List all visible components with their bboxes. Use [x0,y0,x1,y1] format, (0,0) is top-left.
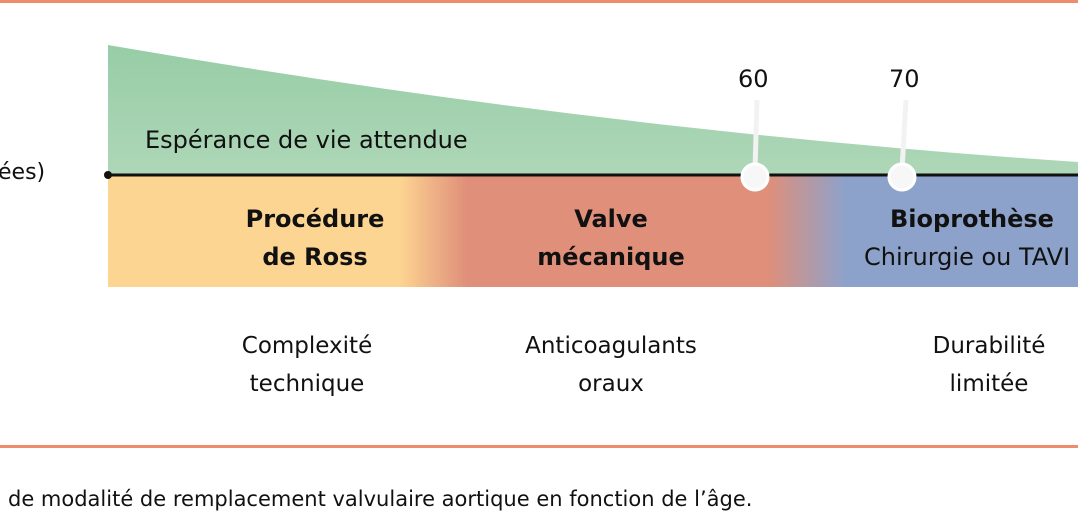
marker-60-label: 60 [738,65,769,93]
marker-70-stem [899,99,909,171]
top-rule [0,0,1078,3]
axis-label: ées) [0,160,46,185]
note-ross-1: Complexité [241,333,373,359]
zone-mechanical-title-2: mécanique [537,243,685,271]
note-mechanical-1: Anticoagulants [525,333,697,359]
axis-origin-dot [104,171,112,179]
note-ross-2: technique [249,371,365,397]
note-bio: Durabilité limitée [933,327,1046,403]
marker-60-dot [740,162,770,192]
bottom-rule [0,445,1078,448]
note-mechanical-2: oraux [578,371,644,397]
note-ross: Complexité technique [242,327,372,403]
zone-bio: Bioprothèse Chirurgie ou TAVI [864,200,1070,276]
diagram [104,45,1078,287]
treatment-band [108,175,1078,287]
zone-bio-subtitle: Chirurgie ou TAVI [864,243,1071,271]
zone-mechanical: Valve mécanique [537,200,685,276]
note-bio-2: limitée [949,371,1029,397]
note-mechanical: Anticoagulants oraux [525,327,697,403]
curve-label: Espérance de vie attendue [145,126,468,154]
marker-60-stem [752,99,760,171]
marker-70-label: 70 [889,65,920,93]
zone-mechanical-title: Valve [574,205,648,233]
note-bio-1: Durabilité [932,333,1046,359]
zone-ross-title: Procédure [245,205,385,233]
marker-70-dot [887,162,917,192]
zone-ross: Procédure de Ross [246,200,385,276]
zone-bio-title: Bioprothèse [890,205,1054,233]
life-expectancy-area [108,45,1078,175]
zone-ross-title-2: de Ross [262,243,368,271]
figure-caption: de modalité de remplacement valvulaire a… [8,487,753,511]
